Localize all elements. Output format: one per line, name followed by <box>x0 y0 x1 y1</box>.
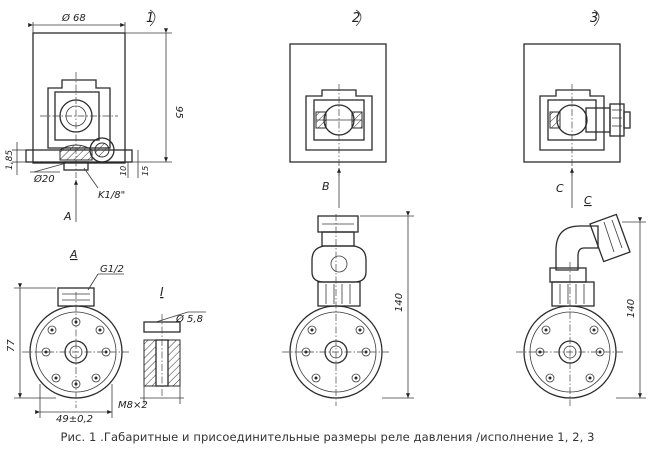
arrow-label-a: А <box>63 210 72 223</box>
dim-height-140-v3: 140 <box>626 299 637 318</box>
dim-diameter-68: Ø 68 <box>61 12 86 24</box>
arrow-label-c: С <box>556 182 564 195</box>
dim-height-140-v2: 140 <box>394 293 405 312</box>
section-label-i: I <box>160 285 164 299</box>
variant-1-front-view <box>12 22 172 222</box>
variant-1-view-a <box>14 273 130 418</box>
arrow-label-b: В <box>322 180 330 193</box>
variant-label-2: 2 <box>352 11 360 26</box>
figure-caption: Рис. 1 .Габаритные и присоединительные р… <box>60 430 595 444</box>
thread-m8x2: M8×2 <box>118 400 148 411</box>
dim-diameter-5-8: Ø 5,8 <box>175 313 203 325</box>
dim-diameter-20: Ø20 <box>33 173 55 185</box>
technical-drawing: 1 2 3 Ø 68 95 1,85 Ø20 K1/8" 10 15 А А G… <box>5 9 646 425</box>
variant-2-bottom-view <box>282 211 414 406</box>
section-i <box>140 311 206 404</box>
bolt-holes <box>41 317 111 389</box>
labels: 1 2 3 Ø 68 95 1,85 Ø20 K1/8" 10 15 А А G… <box>5 9 637 425</box>
dim-15: 15 <box>141 166 150 176</box>
variant-3-front-view <box>523 43 631 208</box>
dim-height-77: 77 <box>6 339 17 352</box>
dim-thickness-1-85: 1,85 <box>5 150 15 170</box>
view-label-c: С <box>584 194 592 207</box>
variant-label-3: 3 <box>590 11 598 26</box>
view-label-a: А <box>69 248 78 261</box>
dim-height-95: 95 <box>173 106 184 119</box>
variant-label-1: 1 <box>146 11 154 26</box>
variant-2-front-view <box>289 43 387 208</box>
dim-width-49: 49±0,2 <box>56 414 93 425</box>
variant-3-bottom-view <box>516 213 646 406</box>
thread-g1-2: G1/2 <box>100 264 124 275</box>
thread-k1-8: K1/8" <box>98 190 125 201</box>
dim-10: 10 <box>119 166 128 176</box>
